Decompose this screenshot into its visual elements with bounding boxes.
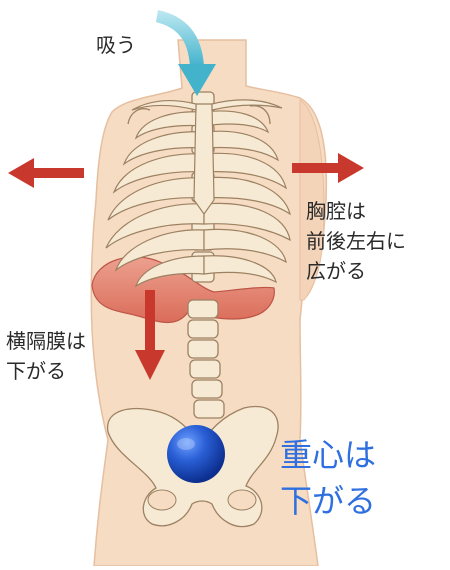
diaphragm-shape [91,256,275,323]
right-arrow-icon [292,153,364,183]
down-curved-arrow-icon [156,10,216,96]
center-of-gravity-label: 重心は 下がる [280,436,377,520]
ribs [105,110,291,288]
chest-expands-label: 胸腔は 前後左右に 広がる [306,199,406,283]
left-arrow-icon [8,158,84,188]
arm-silhouette [299,99,325,301]
inhale-label: 吸う [96,33,136,57]
pelvis-hole-left [147,489,177,511]
clavicle-left [131,100,197,111]
blue-ball-icon [167,425,225,483]
clavicle-right [211,99,283,111]
sternum [193,103,215,216]
diaphragm-label: 横隔膜は 下がる [6,329,86,383]
rib-cage [127,105,271,125]
down-arrow-icon [135,290,165,380]
pelvis-hole-right [227,489,257,511]
ball-highlight [177,438,195,450]
